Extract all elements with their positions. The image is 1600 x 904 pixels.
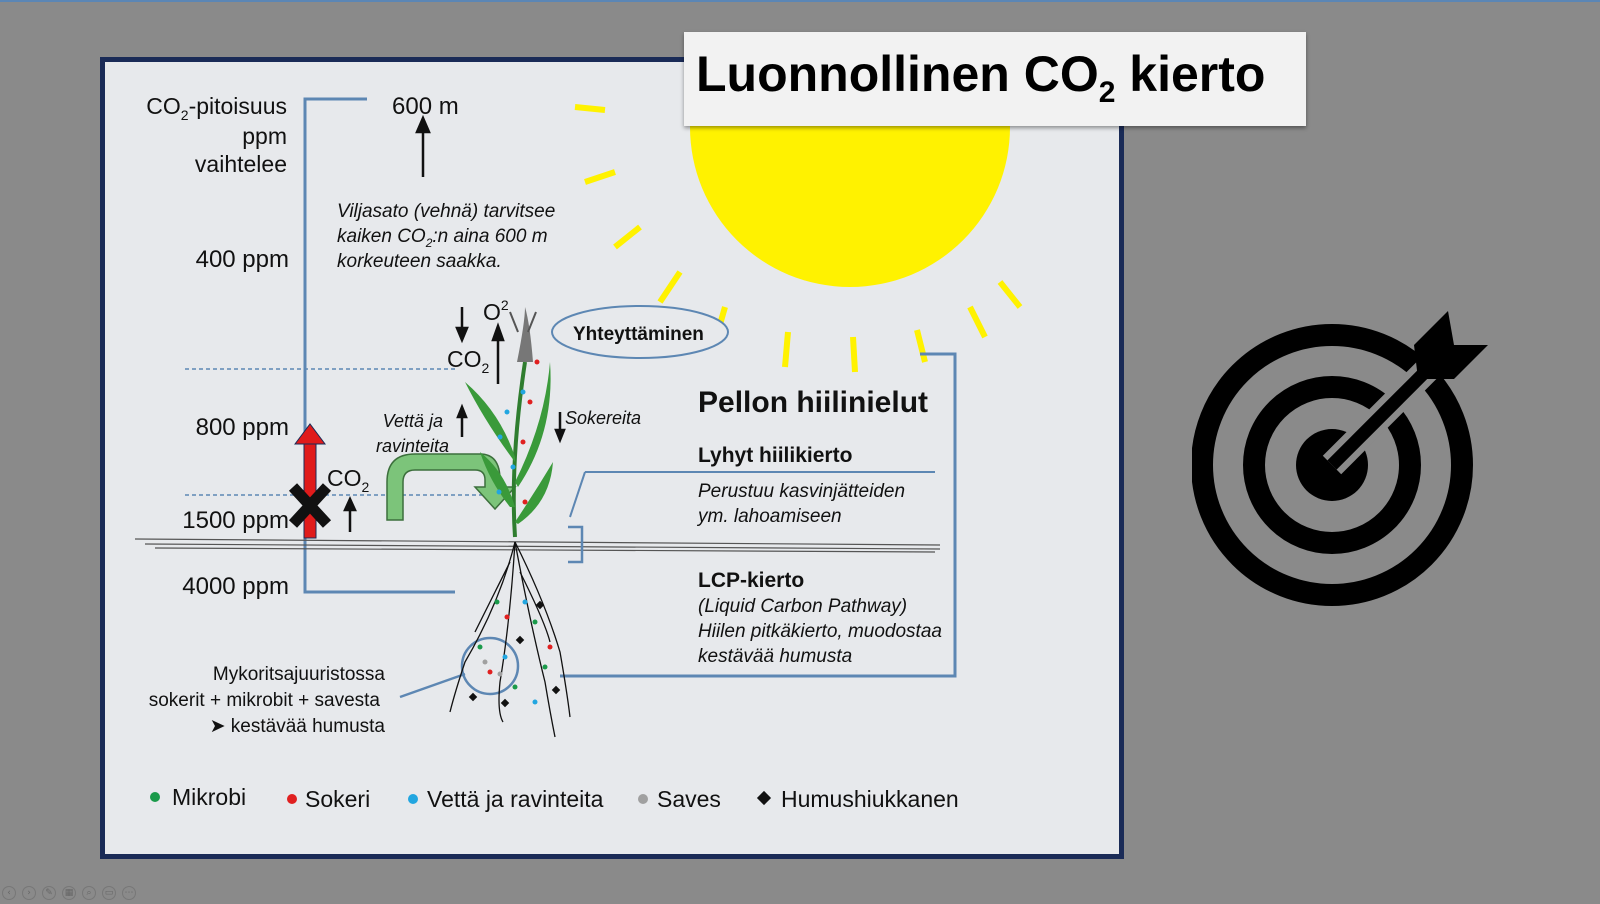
ravinteita-label: ravinteita xyxy=(376,436,449,456)
note-line-2: kaiken CO xyxy=(337,226,426,247)
vetta-label: Vettä ja xyxy=(383,411,443,431)
lcp-title: LCP-kierto xyxy=(698,569,804,592)
subtitles-icon[interactable]: ▭ xyxy=(102,886,116,900)
svg-text:CO2-pitoisuus: CO2-pitoisuus xyxy=(146,93,287,123)
lcp-desc-3: kestävää humusta xyxy=(698,646,852,667)
co2-ground-label: CO xyxy=(327,465,362,491)
cross-mark-icon xyxy=(288,483,332,528)
legend-vetta-dot xyxy=(408,794,418,804)
wheat-plant xyxy=(465,307,553,538)
level-800: 800 ppm xyxy=(196,414,289,441)
legend: Mikrobi Sokeri Vettä ja ravinteita Saves… xyxy=(150,784,959,812)
green-curved-arrow xyxy=(386,453,517,521)
co2-top-label: CO xyxy=(447,346,482,372)
ground-hatching xyxy=(134,538,941,553)
legend-saves-dot xyxy=(638,794,648,804)
legend-mikrobi-dot xyxy=(150,792,160,802)
co2-cycle-diagram: CO2-pitoisuus ppm vaihtelee 600 m 400 pp… xyxy=(100,57,1124,859)
legend-saves: Saves xyxy=(657,786,721,812)
legend-mikrobi: Mikrobi xyxy=(172,784,246,810)
legend-humus: Humushiukkanen xyxy=(781,786,959,812)
lyhyt-desc-2: ym. lahoamiseen xyxy=(696,506,842,527)
myko-line-1: Mykoritsajuuristossa xyxy=(213,664,386,685)
pellon-title: Pellon hiilinielut xyxy=(698,386,928,419)
o2-label: O xyxy=(483,299,501,325)
myko-line-3: ➤ kestävää humusta xyxy=(210,716,386,737)
svg-text:CO2: CO2 xyxy=(327,465,370,495)
co2-label: CO xyxy=(146,93,181,119)
legend-sokeri-dot xyxy=(287,794,297,804)
slide-title-box: Luonnollinen CO2 kierto xyxy=(684,32,1306,126)
svg-text:kaiken CO2:n aina 600 m: kaiken CO2:n aina 600 m xyxy=(337,226,548,250)
target-arrow-icon xyxy=(1192,311,1488,606)
level-400: 400 ppm xyxy=(196,246,289,273)
more-options-icon[interactable]: ⋯ xyxy=(122,886,136,900)
level-1500: 1500 ppm xyxy=(182,507,289,534)
root-system xyxy=(449,541,571,738)
legend-vetta: Vettä ja ravinteita xyxy=(427,786,604,812)
window-top-border xyxy=(0,0,1600,2)
yhteyttaminen-label: Yhteyttäminen xyxy=(573,324,704,345)
vaihtelee-label: vaihtelee xyxy=(195,151,287,177)
slides-grid-icon[interactable]: ▦ xyxy=(62,886,76,900)
lcp-desc-2: Hiilen pitkäkierto, muodostaa xyxy=(698,621,942,642)
myko-line-2: sokerit + mikrobit + savesta xyxy=(149,690,381,711)
sokereita-label: Sokereita xyxy=(565,408,641,428)
lcp-desc-1: (Liquid Carbon Pathway) xyxy=(698,596,907,617)
previous-slide-icon[interactable]: ‹ xyxy=(2,886,16,900)
svg-text:O2: O2 xyxy=(483,297,509,325)
zoom-icon[interactable]: ⌕ xyxy=(82,886,96,900)
legend-humus-diamond xyxy=(756,790,772,806)
ppm-label: ppm xyxy=(242,123,287,149)
level-4000: 4000 ppm xyxy=(182,573,289,600)
slideshow-toolbar: ‹ › ✎ ▦ ⌕ ▭ ⋯ xyxy=(2,886,136,900)
lyhyt-desc-1: Perustuu kasvinjätteiden xyxy=(698,481,905,502)
svg-text:CO2: CO2 xyxy=(447,346,490,376)
next-slide-icon[interactable]: › xyxy=(22,886,36,900)
slide-title: Luonnollinen CO2 kierto xyxy=(696,46,1266,109)
pen-icon[interactable]: ✎ xyxy=(42,886,56,900)
note-line-1: Viljasato (vehnä) tarvitsee xyxy=(337,201,555,222)
lyhyt-title: Lyhyt hiilikierto xyxy=(698,444,852,467)
altitude-label: 600 m xyxy=(392,93,459,120)
note-line-3: korkeuteen saakka. xyxy=(337,251,502,272)
legend-sokeri: Sokeri xyxy=(305,786,370,812)
